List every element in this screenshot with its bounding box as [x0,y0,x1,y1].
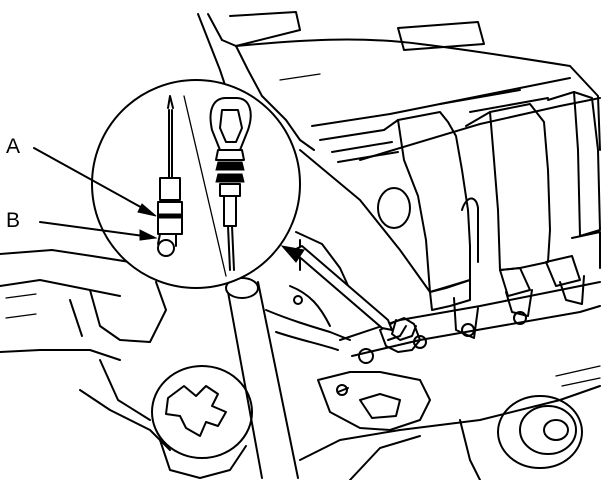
coil-housings [377,91,601,293]
oil-filler-port [377,187,411,229]
detail-view [91,79,301,289]
cylinder-head-cover [299,77,601,293]
callout-b-label: B [6,209,21,232]
detail-separator-line [183,95,227,277]
oil-filler-cap [151,365,253,479]
location-arrow [280,245,393,331]
hose-and-pipe [225,277,351,479]
dipstick-tube-with-handle [379,317,421,353]
callout-a-label: A [6,135,21,158]
dipstick-tip [157,95,183,257]
cover-badge-outline [397,21,485,51]
callout-a-leader [33,147,157,217]
dipstick-handle [209,97,252,271]
lower-engine-block [299,365,601,481]
injector-rail-connectors [339,231,601,364]
callout-b-leader [39,221,158,241]
hood-edge-lines [207,11,301,47]
pulley-assembly [497,395,583,469]
detail-magnifier-circle [91,79,301,289]
air-intake-cover [235,21,601,151]
